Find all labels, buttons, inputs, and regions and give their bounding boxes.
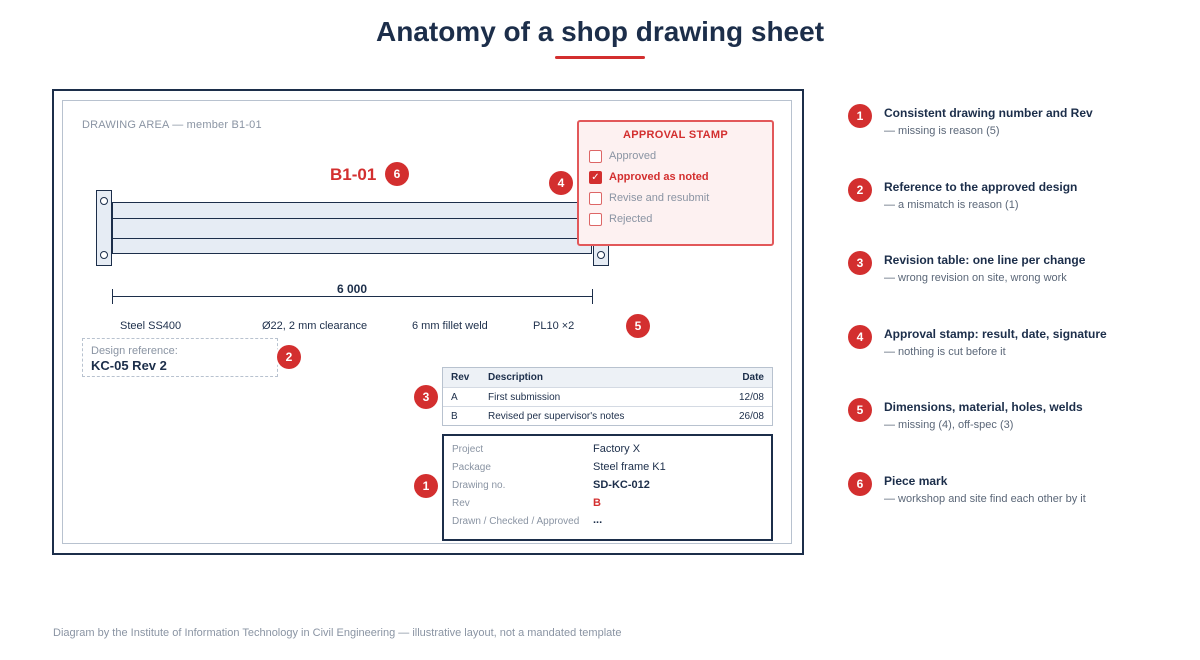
drawing-sheet-inner-border (62, 100, 792, 544)
title-block-label-project: Project (452, 444, 484, 455)
stamp-option-label: Revise and resubmit (609, 192, 710, 204)
design-reference-value: KC-05 Rev 2 (91, 358, 167, 373)
legend-title: Dimensions, material, holes, welds (884, 400, 1083, 414)
stamp-option-label: Rejected (609, 213, 653, 225)
beam-flange-line-top (112, 218, 592, 219)
legend-title: Piece mark (884, 474, 948, 488)
spec-holes: Ø22, 2 mm clearance (262, 320, 368, 332)
dimension-line (112, 296, 593, 297)
legend-title: Reference to the approved design (884, 180, 1078, 194)
column-header-date: Date (742, 372, 764, 383)
title-block (442, 434, 773, 541)
bolt-hole (597, 251, 605, 259)
title-block-label-drawing-no: Drawing no. (452, 480, 506, 491)
end-plate-left (96, 190, 112, 266)
table-row: B Revised per supervisor's notes 26/08 (443, 406, 772, 425)
legend-badge: 6 (848, 472, 872, 496)
stamp-option-approved-as-noted[interactable]: ✓ Approved as noted (589, 170, 709, 184)
dimension-tick-left (112, 289, 113, 304)
stamp-option-label: Approved (609, 150, 657, 162)
spec-weld: 6 mm fillet weld (412, 320, 488, 332)
bolt-hole (100, 251, 108, 259)
beam-body (112, 202, 592, 254)
page-title: Anatomy of a shop drawing sheet (375, 16, 825, 47)
title-underline (555, 56, 645, 59)
callout-badge-2: 2 (277, 345, 301, 369)
description-cell: First submission (488, 392, 561, 403)
checkbox-icon[interactable] (589, 212, 602, 226)
revision-cell: B (451, 411, 458, 422)
legend-note: — missing is reason (5) (884, 125, 1000, 137)
drawing-area-label: DRAWING AREA — member B1-01 (82, 119, 262, 131)
checkbox-icon[interactable] (589, 191, 602, 205)
legend-title: Consistent drawing number and Rev (884, 106, 1093, 120)
footer-credit: Diagram by the Institute of Information … (53, 627, 622, 639)
title-block-label-package: Package (452, 462, 491, 473)
title-block-label-signatures: Drawn / Checked / Approved (452, 516, 580, 527)
title-block-value-package: Steel frame K1 (593, 461, 666, 473)
bolt-hole (100, 197, 108, 205)
approval-stamp (577, 120, 774, 246)
stamp-option-rejected[interactable]: Rejected (589, 212, 652, 226)
revision-table: Rev Description Date A First submission … (442, 367, 773, 426)
beam-flange-line-bottom (112, 238, 592, 239)
legend-badge: 4 (848, 325, 872, 349)
stamp-option-revise-and-resubmit[interactable]: Revise and resubmit (589, 191, 709, 205)
legend-badge: 3 (848, 251, 872, 275)
column-header-description: Description (488, 372, 544, 383)
table-row: A First submission 12/08 (443, 387, 772, 406)
revision-table-header: Rev Description Date (443, 368, 772, 387)
description-cell: Revised per supervisor's notes (488, 411, 625, 422)
column-header-rev: Rev (451, 372, 470, 383)
title-block-value-rev: B (593, 497, 601, 509)
dimension-tick-right (592, 289, 593, 304)
checkbox-icon[interactable] (589, 149, 602, 163)
revision-cell: A (451, 392, 458, 403)
legend-note: — workshop and site find each other by i… (884, 493, 1086, 505)
stamp-option-approved[interactable]: Approved (589, 149, 656, 163)
title-block-value-drawing-no: SD-KC-012 (593, 479, 650, 491)
design-reference-label: Design reference: (91, 345, 178, 357)
title-block-value-project: Factory X (593, 443, 641, 455)
legend-note: — wrong revision on site, wrong work (884, 272, 1067, 284)
callout-badge-3: 3 (414, 385, 438, 409)
checkbox-checked-icon[interactable]: ✓ (589, 170, 602, 184)
callout-badge-4: 4 (549, 171, 573, 195)
dimension-value: 6 000 (336, 282, 368, 296)
legend-note: — missing (4), off-spec (3) (884, 419, 1014, 431)
legend-note: — nothing is cut before it (884, 346, 1006, 358)
piece-mark: B1-01 (330, 165, 377, 184)
stamp-option-label: Approved as noted (609, 171, 709, 183)
legend-badge: 5 (848, 398, 872, 422)
approval-stamp-title: APPROVAL STAMP (622, 129, 729, 141)
callout-badge-1: 1 (414, 474, 438, 498)
title-block-value-signatures: ... (593, 514, 603, 526)
callout-badge-6: 6 (385, 162, 409, 186)
spec-material: Steel SS400 (120, 320, 182, 332)
legend-badge: 2 (848, 178, 872, 202)
legend-badge: 1 (848, 104, 872, 128)
legend-note: — a mismatch is reason (1) (884, 199, 1019, 211)
spec-plates: PL10 ×2 (533, 320, 575, 332)
date-cell: 12/08 (738, 392, 764, 403)
title-block-label-rev: Rev (452, 498, 470, 509)
callout-badge-5: 5 (626, 314, 650, 338)
date-cell: 26/08 (738, 411, 764, 422)
legend-title: Approval stamp: result, date, signature (884, 327, 1107, 341)
legend-title: Revision table: one line per change (884, 253, 1086, 267)
